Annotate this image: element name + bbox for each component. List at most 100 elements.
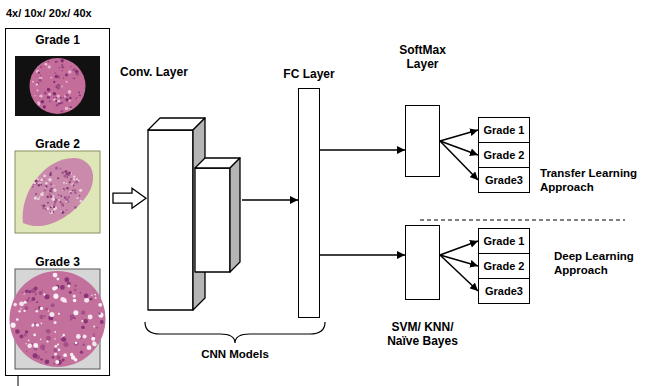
conv-layer-block: Conv. Layer	[148, 118, 242, 310]
tissue-cell	[68, 70, 71, 73]
tissue-cell	[38, 184, 40, 186]
tissue-cell	[79, 94, 81, 96]
tissue-cell	[32, 186, 34, 188]
tissue-cell	[73, 294, 76, 297]
tissue-cell	[74, 182, 75, 183]
tissue-cell	[46, 207, 49, 210]
tissue-cell	[34, 287, 38, 291]
tissue-cell	[53, 185, 54, 186]
tissue-cell	[39, 196, 41, 198]
tissue-cell	[40, 339, 42, 341]
tissue-cell	[63, 353, 67, 357]
tissue-cell	[66, 176, 68, 178]
node-heading: Conv. Layer	[120, 66, 188, 80]
tissue-cell	[28, 340, 30, 342]
class-label: Grade 2	[484, 260, 525, 273]
tissue-cell	[30, 300, 32, 302]
tissue-cell	[78, 91, 80, 93]
tissue-cell	[61, 64, 63, 66]
tissue-cell	[54, 353, 57, 356]
tissue-cell	[42, 207, 44, 209]
tissue-cell	[66, 209, 68, 211]
tissue-cell	[74, 191, 77, 194]
tissue-cell	[93, 326, 95, 328]
tissue-cell	[19, 335, 23, 339]
tissue-cell	[55, 100, 57, 102]
tissue-cell	[53, 97, 55, 99]
tissue-cell	[44, 315, 45, 316]
tissue-cell	[44, 189, 46, 191]
tissue-cell	[47, 96, 50, 99]
tissue-cell	[69, 106, 71, 108]
tissue-cell	[39, 94, 43, 98]
tissue-cell	[62, 337, 66, 341]
tissue-cell	[73, 175, 75, 177]
tissue-cell	[61, 59, 64, 62]
tissue-cell	[61, 101, 64, 104]
tissue-cell	[43, 105, 46, 108]
group-label: CNN Models	[190, 347, 280, 361]
tissue-cell	[37, 101, 40, 104]
histology-image	[15, 269, 100, 369]
tissue-cell	[74, 206, 77, 209]
tissue-cell	[61, 110, 64, 113]
tissue-cell	[45, 187, 46, 188]
node-heading: Grade 2	[10, 137, 105, 152]
tissue-cell	[55, 360, 59, 364]
approach-label: Transfer Learning Approach	[540, 166, 644, 195]
tissue-cell	[70, 314, 75, 319]
tissue-cell	[36, 70, 39, 73]
tissue-cell	[44, 92, 47, 95]
class-label: Grade 1	[484, 235, 525, 248]
tissue-cell	[34, 95, 35, 96]
tissue-cell	[50, 183, 52, 185]
tissue-cell	[45, 182, 47, 184]
tissue-cell	[40, 66, 42, 68]
tissue-cell	[65, 74, 68, 77]
tissue-cell	[53, 273, 58, 278]
tissue-cell	[66, 81, 68, 83]
tissue-cell	[66, 183, 68, 185]
arrow-connector	[440, 141, 478, 180]
tissue-cell	[58, 67, 60, 69]
tissue-cell	[53, 206, 55, 208]
edge-tick	[18, 376, 19, 386]
node-heading: Grade 1	[10, 33, 105, 48]
tissue-cell	[26, 350, 27, 351]
node-heading: 4x/ 10x/ 20x/ 40x	[6, 7, 92, 20]
tissue-cell	[72, 68, 75, 71]
tissue-cell	[87, 345, 92, 350]
arrow-connector	[440, 255, 478, 291]
tissue-cell	[36, 310, 39, 313]
image-ground	[15, 56, 100, 116]
grade-image: Grade 2	[10, 137, 105, 235]
tissue-cell	[70, 66, 72, 68]
tissue-cell	[58, 313, 60, 315]
tissue-cell	[65, 107, 68, 110]
tissue-cell	[75, 180, 78, 183]
grade-cell: Grade 1	[478, 117, 530, 143]
tissue-cell	[54, 345, 57, 348]
tissue-cell	[39, 315, 43, 319]
tissue-cell	[62, 70, 63, 71]
tissue-cell	[64, 277, 69, 282]
tissue-group	[11, 273, 104, 365]
tissue-cell	[53, 363, 55, 365]
tissue-cell	[93, 335, 95, 337]
tissue-cell	[45, 360, 50, 365]
tissue-cell	[61, 211, 63, 213]
tissue-cell	[49, 190, 51, 192]
tissue-cell	[35, 294, 37, 296]
tissue-cell	[53, 294, 58, 299]
tissue-cell	[60, 285, 65, 290]
tissue-cell	[23, 293, 24, 294]
tissue-cell	[72, 190, 73, 191]
tissue-cell	[45, 185, 48, 188]
tissue-cell	[50, 212, 52, 214]
tissue-cell	[24, 301, 27, 304]
block-arrow	[113, 188, 146, 208]
tissue-cell	[68, 90, 72, 94]
tissue-cell	[65, 198, 68, 201]
conv-front-face	[195, 168, 230, 272]
